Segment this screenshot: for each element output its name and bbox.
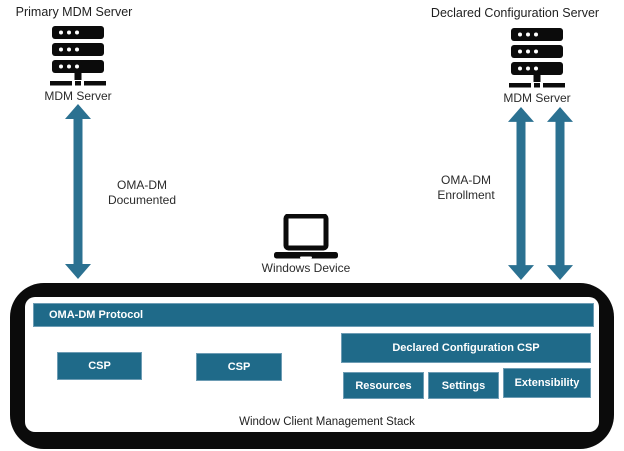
laptop-icon xyxy=(274,214,338,260)
resources-box: Resources xyxy=(343,372,424,399)
management-stack-container: OMA-DM Protocol CSP CSP Declared Configu… xyxy=(10,283,614,449)
management-stack-panel: OMA-DM Protocol CSP CSP Declared Configu… xyxy=(25,297,599,432)
server-icon xyxy=(50,26,106,86)
settings-box: Settings xyxy=(428,372,499,399)
primary-mdm-server-title: Primary MDM Server xyxy=(15,5,133,19)
declared-configuration-csp-box: Declared Configuration CSP xyxy=(341,333,591,363)
declared-mdm-server-caption: MDM Server xyxy=(503,91,571,105)
double-arrow-icon xyxy=(508,107,534,280)
double-arrow-icon xyxy=(547,107,573,280)
windows-device-caption: Windows Device xyxy=(261,261,351,275)
primary-mdm-server-caption: MDM Server xyxy=(44,89,112,103)
csp-box-2: CSP xyxy=(196,353,282,381)
oma-dm-documented-label: OMA-DM Documented xyxy=(107,178,177,207)
server-icon xyxy=(509,28,565,88)
oma-dm-enrollment-label: OMA-DM Enrollment xyxy=(437,173,495,202)
declared-configuration-server-title: Declared Configuration Server xyxy=(430,6,600,20)
csp-box-1: CSP xyxy=(57,352,142,380)
double-arrow-icon xyxy=(65,104,91,279)
stack-caption: Window Client Management Stack xyxy=(239,416,415,428)
extensibility-box: Extensibility xyxy=(503,368,591,398)
oma-dm-protocol-banner: OMA-DM Protocol xyxy=(33,303,594,327)
